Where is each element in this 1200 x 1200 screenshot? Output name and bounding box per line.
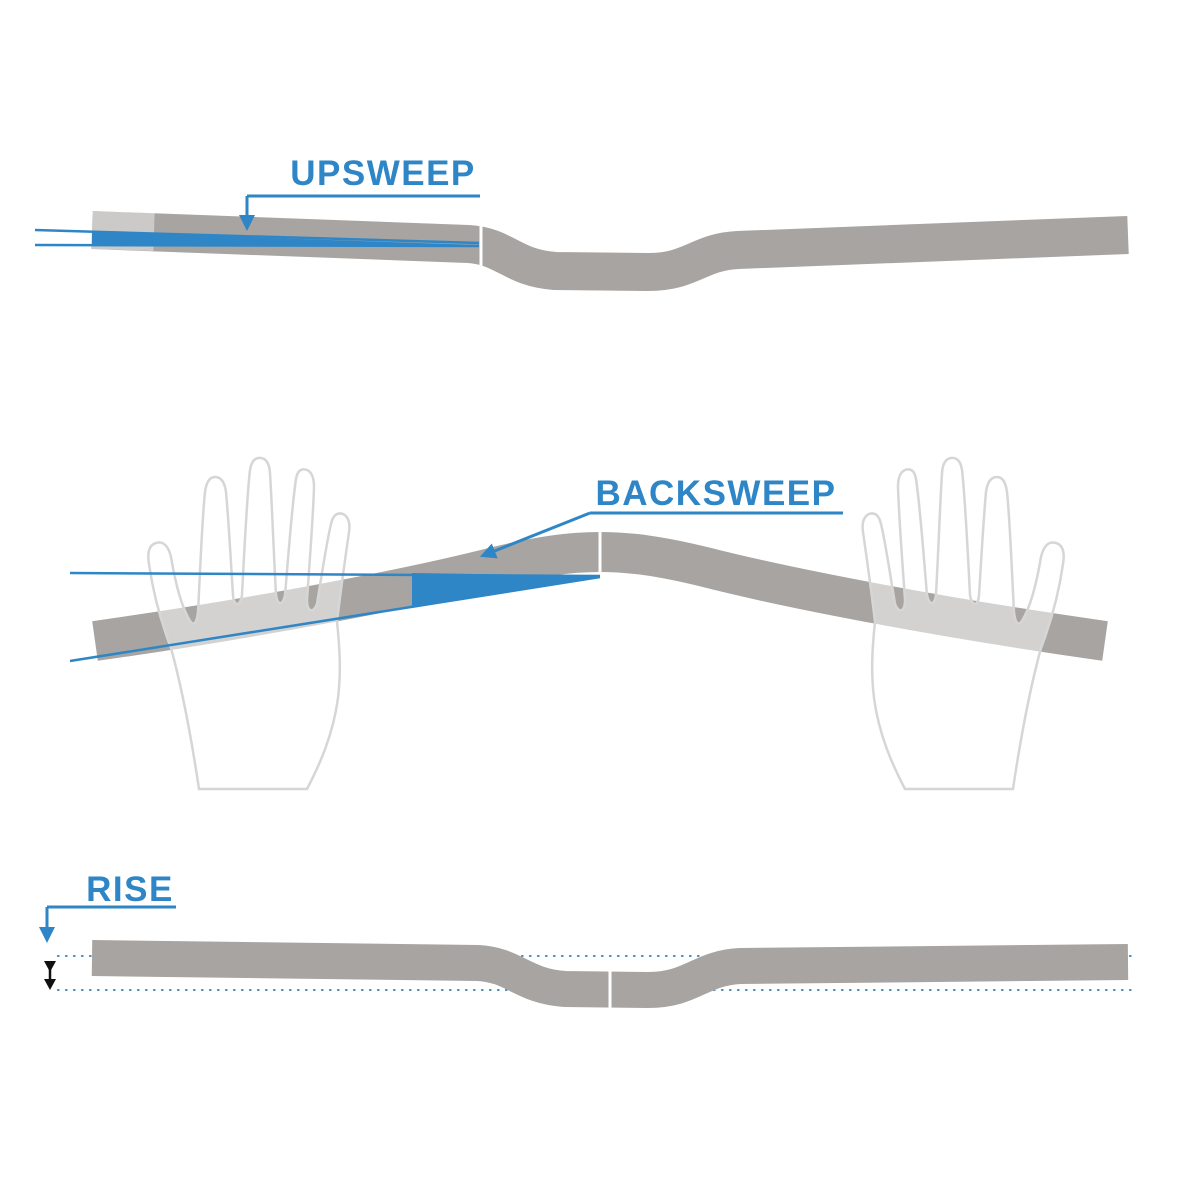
backsweep-axis-line: [69, 575, 601, 663]
upsweep-reference-line: [34, 243, 480, 248]
handlebar-front-view: [91, 211, 1129, 292]
backsweep-reference-line: [69, 571, 601, 578]
backsweep-pointer-arrow: [479, 511, 591, 559]
rise-label: RISE: [86, 870, 174, 909]
grip-highlight-left: [91, 211, 155, 251]
right-hand-outline: [861, 456, 1065, 791]
handlebar-front-view-rise: [91, 940, 1129, 1009]
backsweep-diagram: [69, 456, 1108, 791]
upsweep-axis-line: [34, 228, 480, 245]
upsweep-label: UPSWEEP: [290, 154, 476, 193]
left-hand-outline: [147, 456, 351, 791]
rise-diagram: [39, 905, 1133, 1010]
backsweep-label: BACKSWEEP: [595, 474, 837, 513]
upsweep-diagram: [34, 194, 1129, 292]
